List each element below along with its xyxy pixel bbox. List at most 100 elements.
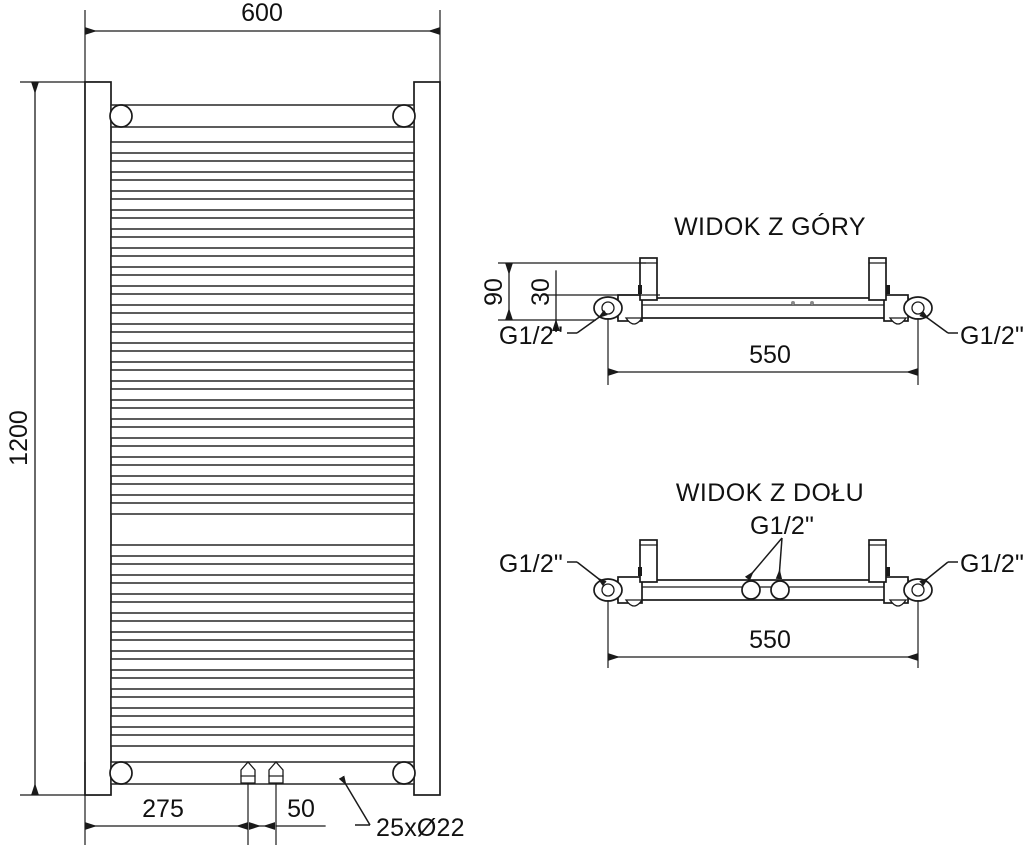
rung: [110, 407, 415, 420]
top-view-right-bracket: [868, 257, 887, 301]
bottom-view-callout-left: G1/2": [499, 550, 607, 587]
rung: [110, 544, 415, 557]
top-view-left-bracket-tab: [638, 285, 642, 294]
bottom-view-leader-right: [919, 561, 949, 587]
dimension-bottom-group: 275 50: [84, 762, 326, 845]
bottom-view-right-foot: [888, 599, 908, 607]
dim-label-90: 90: [480, 278, 508, 306]
callout-label-holes: 25xØ22: [376, 814, 465, 842]
dimension-height-1200: 1200: [5, 81, 100, 796]
bottom-view-title: WIDOK Z DOŁU: [676, 479, 864, 507]
rung: [110, 734, 415, 747]
rung: [110, 274, 415, 287]
dim-label-30: 30: [527, 278, 555, 306]
top-view-left-bracket: [639, 257, 658, 301]
bottom-view-center-port-left: [741, 580, 761, 600]
rung: [110, 217, 415, 230]
dim-label-550-top: 550: [749, 341, 791, 369]
bottom-view-callout-right: G1/2": [919, 550, 1024, 587]
bottom-view-label-connector-center: G1/2": [750, 512, 814, 540]
rung: [110, 696, 415, 709]
rung: [110, 350, 415, 363]
rung: [110, 620, 415, 633]
bottom-view-right-bracket-tab: [886, 567, 890, 576]
right-vertical-rail: [413, 81, 441, 796]
left-vertical-rail: [84, 81, 112, 796]
top-view-tube-mark-left: [791, 301, 795, 305]
bottom-view-label-connector-right: G1/2": [960, 550, 1024, 578]
bottom-view-body-tube: [617, 579, 909, 601]
callout-leader-line: [338, 775, 371, 826]
main-front-view: 600 1200: [5, 0, 465, 845]
bottom-view-label-connector-left: G1/2": [499, 550, 563, 578]
rung: [110, 483, 415, 496]
rung: [110, 312, 415, 325]
dim-label-1200: 1200: [5, 410, 33, 466]
rung: [110, 502, 415, 515]
top-header-tube: [110, 104, 415, 128]
bottom-view-center-port-right: [770, 580, 790, 600]
bottom-view-left-bracket: [639, 539, 658, 583]
rung: [110, 255, 415, 268]
top-view-label-connector-right: G1/2": [960, 322, 1024, 350]
top-view-leader-right: [919, 310, 949, 334]
dimension-550-top: 550: [607, 318, 919, 385]
rung: [110, 179, 415, 192]
top-view-callout-left: G1/2": [499, 309, 608, 350]
rung: [110, 715, 415, 728]
rung: [110, 198, 415, 211]
top-right-collar: [392, 104, 416, 128]
dimension-90: 90: [480, 262, 646, 321]
rung: [110, 369, 415, 382]
rung: [110, 141, 415, 154]
rung: [110, 639, 415, 652]
rung: [110, 236, 415, 249]
rung: [110, 601, 415, 614]
top-view-right-foot: [888, 317, 908, 325]
top-view-body-tube: [617, 297, 909, 319]
dimension-30: 30: [527, 270, 660, 331]
dim-label-600: 600: [241, 0, 283, 27]
dim-label-275: 275: [142, 795, 184, 823]
bottom-view-callout-center: G1/2": [744, 512, 814, 581]
rung: [110, 464, 415, 477]
bottom-header-tube: [110, 761, 415, 785]
rung: [110, 160, 415, 173]
dimension-width-600: 600: [84, 0, 441, 100]
top-view-left-port: [601, 301, 615, 315]
rung: [110, 582, 415, 595]
bottom-view-leader-left: [576, 561, 607, 587]
bottom-view: WIDOK Z DOŁU G1/2": [499, 479, 1024, 668]
top-view-callout-right: G1/2": [919, 310, 1024, 350]
top-view-label-connector-left: G1/2": [499, 322, 563, 350]
rung: [110, 658, 415, 671]
bottom-view-leader-center-left: [744, 537, 783, 581]
top-view-right-bracket-tab: [886, 285, 890, 294]
bottom-right-collar: [392, 761, 416, 785]
top-view-tube-mark-right: [810, 301, 814, 305]
bottom-view-left-foot: [624, 599, 644, 607]
dim-label-50: 50: [287, 795, 315, 823]
rung: [110, 426, 415, 439]
bottom-view-left-bracket-tab: [638, 567, 642, 576]
top-view: WIDOK Z GÓRY 90: [480, 212, 1024, 385]
callout-holes: 25xØ22: [338, 775, 465, 842]
bottom-view-leader-center-right: [775, 537, 783, 580]
top-view-left-foot: [624, 317, 644, 325]
bottom-view-right-port: [911, 583, 925, 597]
bottom-view-left-port: [601, 583, 615, 597]
rung: [110, 563, 415, 576]
top-view-title: WIDOK Z GÓRY: [674, 212, 866, 241]
dim-label-550-bottom: 550: [749, 626, 791, 654]
top-left-collar: [109, 104, 133, 128]
top-view-right-port: [911, 301, 925, 315]
rung: [110, 388, 415, 401]
rung: [110, 293, 415, 306]
rung: [110, 445, 415, 458]
bottom-left-collar: [109, 761, 133, 785]
rung-group: [109, 104, 416, 785]
rung: [110, 677, 415, 690]
dimension-550-bottom: 550: [607, 600, 919, 668]
rung: [110, 331, 415, 344]
